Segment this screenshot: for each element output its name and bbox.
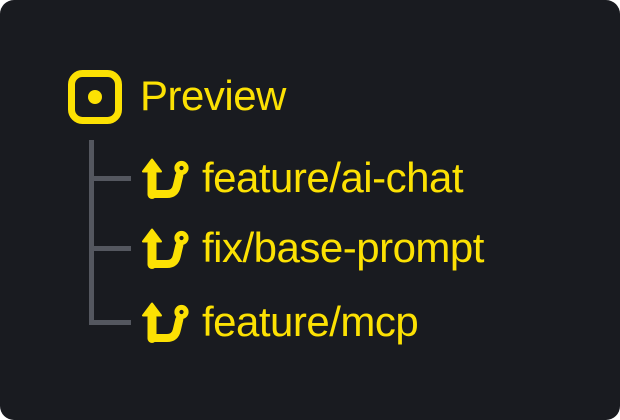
- git-branch-icon: [142, 158, 189, 200]
- branch-label: feature/mcp: [202, 298, 419, 345]
- tree-connector-branch-3: [89, 320, 131, 325]
- tree-connector-branch-2: [89, 246, 131, 251]
- tree-item-feature-mcp[interactable]: feature/mcp: [142, 298, 419, 345]
- tree-root-preview[interactable]: Preview: [68, 70, 286, 124]
- git-branch-icon: [142, 302, 189, 344]
- branch-label: fix/base-prompt: [202, 224, 484, 271]
- preview-icon: [68, 70, 122, 124]
- tree-item-fix-base-prompt[interactable]: fix/base-prompt: [142, 224, 484, 271]
- tree-connector-branch-1: [89, 176, 131, 181]
- root-label: Preview: [140, 72, 286, 119]
- tree-item-feature-ai-chat[interactable]: feature/ai-chat: [142, 154, 464, 201]
- tree-connector-vertical: [89, 140, 94, 325]
- git-branch-icon: [142, 228, 189, 270]
- branch-label: feature/ai-chat: [202, 154, 464, 201]
